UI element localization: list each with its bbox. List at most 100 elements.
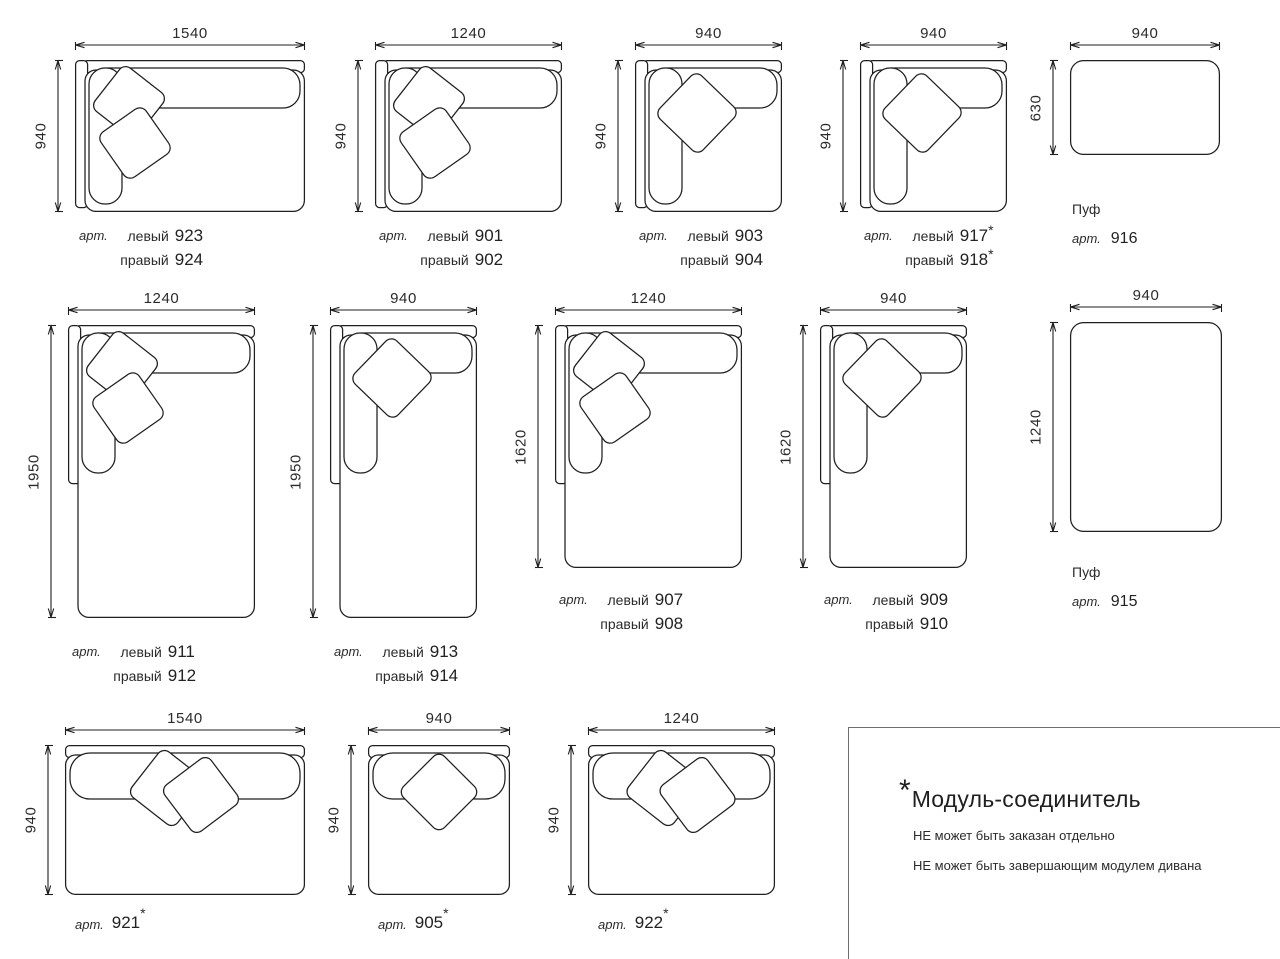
module-caption: Пуф арт. 915 xyxy=(1072,564,1137,611)
side-label: левый xyxy=(120,644,162,660)
article-number: 901 xyxy=(474,226,504,245)
module-caption: Пуф арт. 916 xyxy=(1072,201,1137,248)
sofa-outline-drawing xyxy=(309,306,478,619)
connector-title-text: Модуль-соединитель xyxy=(911,786,1141,812)
article-row: правый 908 xyxy=(597,612,683,636)
article-abbrev: арт. xyxy=(75,917,104,932)
side-label: левый xyxy=(127,228,169,244)
article-abbrev: арт. xyxy=(72,644,101,659)
depth-dimension-label: 940 xyxy=(545,806,563,834)
article-row: арт. 915 xyxy=(1072,590,1137,611)
depth-dimension-label: 630 xyxy=(1027,94,1045,121)
article-number: 917 xyxy=(959,226,989,245)
article-number: 903 xyxy=(734,226,764,245)
article-number: 923 xyxy=(174,226,204,245)
depth-dimension-label: 940 xyxy=(325,806,343,834)
width-dimension-label: 940 xyxy=(1132,287,1160,304)
article-number: 914 xyxy=(429,666,459,685)
article-abbrev: арт. xyxy=(559,592,588,607)
sofa-outline-drawing xyxy=(354,41,563,213)
sofa-outline-drawing xyxy=(799,306,968,569)
article-number: 922 xyxy=(634,913,664,932)
article-number: 916 xyxy=(1110,230,1138,247)
width-dimension-label: 940 xyxy=(920,25,947,42)
article-number: 915 xyxy=(1110,593,1138,610)
article-abbrev: арт. xyxy=(1072,231,1101,246)
module-caption: арт. левый 913 правый 914 xyxy=(334,640,458,688)
article-abbrev: арт. xyxy=(334,644,363,659)
width-dimension-label: 1540 xyxy=(167,710,203,727)
article-abbrev: арт. xyxy=(378,917,407,932)
side-label: правый xyxy=(113,668,162,684)
article-row: правый 914 xyxy=(372,664,458,688)
article-number: 908 xyxy=(654,614,684,633)
article-abbrev: арт. xyxy=(1072,594,1101,609)
article-row: левый 913 xyxy=(372,640,458,664)
sofa-outline-drawing xyxy=(44,726,306,896)
connector-asterisk: * xyxy=(988,246,994,262)
depth-dimension-label: 1240 xyxy=(1027,409,1045,445)
pouf-label: Пуф xyxy=(1072,201,1101,217)
article-row: правый 918* xyxy=(902,246,994,272)
depth-dimension-label: 940 xyxy=(817,122,835,150)
sofa-outline-drawing xyxy=(567,726,776,896)
width-dimension-label: 1240 xyxy=(143,290,180,307)
sofa-outline-drawing xyxy=(614,41,783,213)
side-label: правый xyxy=(375,668,424,684)
sofa-outline-drawing xyxy=(47,306,256,619)
article-abbrev: арт. xyxy=(639,228,668,243)
sofa-outline-drawing xyxy=(839,41,1008,213)
connector-note-panel: *Модуль-соединитель НЕ может быть заказа… xyxy=(848,727,1280,959)
article-number: 907 xyxy=(654,590,684,609)
article-number: 911 xyxy=(167,642,195,661)
article-number: 918 xyxy=(959,250,989,269)
width-dimension-label: 1240 xyxy=(450,25,487,42)
side-label: правый xyxy=(420,252,469,268)
side-label: левый xyxy=(382,644,424,660)
side-label: правый xyxy=(865,616,914,632)
width-dimension-label: 940 xyxy=(1131,25,1159,42)
side-label: правый xyxy=(600,616,649,632)
article-abbrev: арт. xyxy=(379,228,408,243)
article-abbrev: арт. xyxy=(824,592,853,607)
asterisk-mark: * xyxy=(899,774,911,807)
article-number: 913 xyxy=(429,642,459,661)
width-dimension-label: 940 xyxy=(390,290,417,307)
pouf-label: Пуф xyxy=(1072,564,1101,580)
article-abbrev: арт. xyxy=(864,228,893,243)
depth-dimension-label: 1620 xyxy=(777,428,795,465)
width-dimension-label: 1240 xyxy=(630,290,667,307)
width-dimension-label: 940 xyxy=(695,25,722,42)
article-row: левый 911 xyxy=(110,640,196,664)
side-label: левый xyxy=(872,592,914,608)
side-label: правый xyxy=(905,252,954,268)
side-label: левый xyxy=(687,228,729,244)
article-row: левый 903 xyxy=(677,224,763,248)
module-caption: арт.905* xyxy=(378,905,449,932)
